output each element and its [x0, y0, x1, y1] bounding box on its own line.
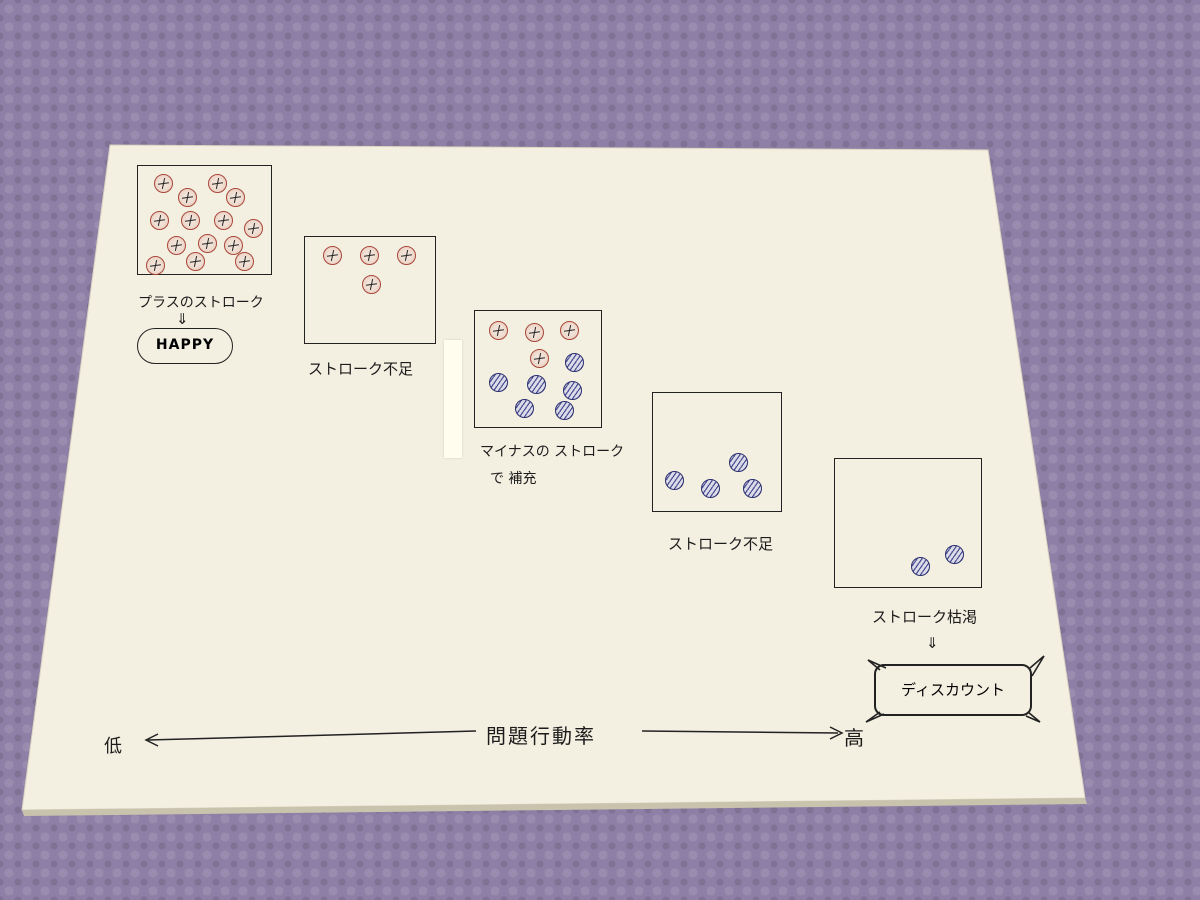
plus-dot — [214, 211, 233, 230]
minus-dot — [489, 373, 508, 392]
plus-dot — [235, 252, 254, 271]
minus-dot — [743, 479, 762, 498]
minus-dot — [563, 381, 582, 400]
happy-cloud: HAPPY — [137, 328, 233, 364]
plus-dot — [208, 174, 227, 193]
stage-3-label-line2: で 補充 — [490, 471, 537, 487]
discount-burst: ディスカウント — [874, 664, 1032, 716]
plus-dot — [198, 234, 217, 253]
plus-dot — [181, 211, 200, 230]
plus-dot — [186, 252, 205, 271]
down-arrow-icon: ⇓ — [926, 634, 939, 652]
stage-2-label: ストローク不足 — [308, 360, 414, 378]
stage-3-label-line1: マイナスの ストローク — [480, 444, 625, 460]
plus-dot — [154, 174, 173, 193]
minus-dot — [515, 399, 534, 418]
plus-dot — [226, 188, 245, 207]
stage-2-box — [304, 236, 436, 344]
discount-text: ディスカウント — [901, 681, 1005, 699]
plus-dot — [178, 188, 197, 207]
plus-dot — [525, 323, 544, 342]
stage-1-label: プラスのストローク — [138, 295, 264, 311]
plus-dot — [146, 256, 165, 275]
stage-4-label: ストローク不足 — [668, 535, 774, 553]
plus-dot — [244, 219, 263, 238]
minus-dot — [527, 375, 546, 394]
plus-dot — [489, 321, 508, 340]
plus-dot — [360, 246, 379, 265]
axis-label: 問題行動率 — [486, 724, 596, 748]
axis-high-label: 高 — [844, 726, 864, 750]
axis-low-label: 低 — [104, 736, 122, 757]
plus-dot — [167, 236, 186, 255]
happy-text: HAPPY — [155, 337, 215, 353]
minus-dot — [701, 479, 720, 498]
minus-dot — [945, 545, 964, 564]
minus-dot — [911, 557, 930, 576]
stage-5-label: ストローク枯渇 — [872, 608, 978, 626]
tape-strip — [444, 340, 462, 458]
stage-5-box — [834, 458, 982, 588]
stage-1-box — [137, 165, 272, 275]
plus-dot — [323, 246, 342, 265]
plus-dot — [560, 321, 579, 340]
down-arrow-icon: ⇓ — [176, 310, 189, 328]
minus-dot — [729, 453, 748, 472]
plus-dot — [224, 236, 243, 255]
minus-dot — [555, 401, 574, 420]
plus-dot — [397, 246, 416, 265]
stage-4-box — [652, 392, 782, 512]
minus-dot — [565, 353, 584, 372]
plus-dot — [530, 349, 549, 368]
plus-dot — [150, 211, 169, 230]
stage-3-box — [474, 310, 602, 428]
minus-dot — [665, 471, 684, 490]
plus-dot — [362, 275, 381, 294]
